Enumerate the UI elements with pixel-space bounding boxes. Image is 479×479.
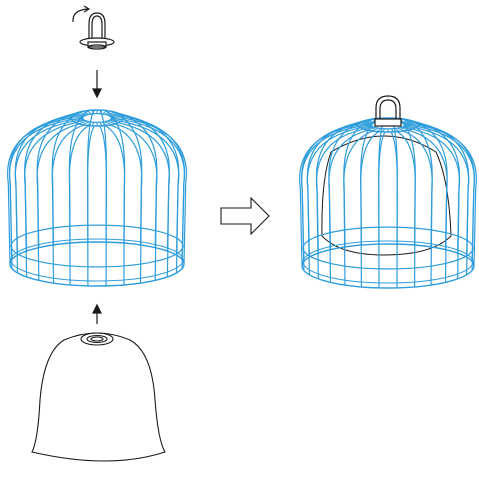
- cage-bottom-ring: [9, 241, 185, 287]
- cage-collar-spoke: [71, 118, 84, 121]
- cage-top-inner-ring: [82, 112, 112, 123]
- cage-collar-spoke: [358, 125, 372, 127]
- cage-rib: [87, 125, 95, 286]
- cage-collar-spoke: [104, 121, 112, 126]
- cage-rib: [402, 118, 433, 247]
- cage-rib: [120, 120, 180, 273]
- cage-rib: [68, 125, 90, 285]
- arrow-down-icon: [92, 70, 102, 99]
- cage-collar-spoke: [75, 113, 86, 117]
- hanger-hook-icon: [79, 12, 115, 50]
- cage-rib: [36, 111, 80, 248]
- cage-collar-spoke: [75, 119, 86, 123]
- cage-collar-spoke: [394, 128, 400, 132]
- cage-collar-spoke: [110, 119, 122, 122]
- cage-collar-spoke: [360, 126, 373, 129]
- cage-rib: [51, 124, 85, 284]
- cage-collar-spoke: [371, 127, 379, 132]
- cage-collar-spoke: [366, 127, 377, 131]
- cage-collar-spoke: [401, 120, 413, 124]
- cage-rib: [24, 122, 77, 277]
- cage-rib: [117, 122, 170, 277]
- cage-rib: [120, 114, 180, 256]
- cage-rib: [122, 115, 186, 260]
- cage-collar-spoke: [399, 127, 410, 131]
- cage-collar-spoke: [72, 114, 84, 117]
- hanger-hook-icon: [374, 95, 402, 127]
- cage-collar-spoke: [86, 121, 92, 126]
- cage-rib: [24, 112, 77, 252]
- cage-collar-spoke: [110, 115, 123, 118]
- cage-rib: [8, 115, 72, 260]
- cage-collar-spoke: [404, 123, 418, 125]
- cage-collar-spoke: [363, 120, 375, 124]
- cage-rib: [315, 120, 364, 254]
- cage-rib: [104, 125, 126, 285]
- cage-rib: [14, 120, 74, 273]
- wire-cage-shade: [299, 117, 477, 289]
- cage-bottom-ring-inner: [302, 240, 474, 284]
- cage-rib: [343, 118, 374, 247]
- arrow-up-icon: [92, 303, 102, 324]
- cage-collar-spoke: [358, 123, 372, 125]
- inner-shade-icon: [31, 332, 166, 462]
- cage-collar-spoke: [403, 121, 416, 124]
- cage-collar-spoke: [99, 109, 103, 114]
- cage-collar-spoke: [360, 121, 373, 124]
- cage-collar-spoke: [381, 128, 386, 133]
- cage-mid-ring: [302, 226, 474, 270]
- cage-collar-spoke: [390, 128, 395, 133]
- cage-collar-spoke: [363, 126, 375, 130]
- cage-rib: [99, 109, 107, 243]
- cage-collar-spoke: [106, 120, 116, 125]
- arrow-right-outline-icon: [220, 196, 270, 236]
- cage-rib: [109, 124, 143, 284]
- rotate-arrow-icon: [72, 5, 91, 23]
- cage-collar-spoke: [78, 120, 88, 125]
- cage-collar-spoke: [102, 110, 108, 115]
- cage-collar-spoke: [91, 109, 95, 114]
- cage-collar-spoke: [404, 125, 418, 127]
- cage-collar-spoke: [99, 122, 103, 127]
- inner-shade-inside: [321, 135, 452, 256]
- cage-mid-ring: [10, 224, 184, 268]
- cage-rib: [51, 110, 85, 245]
- assembled-lamp: [299, 95, 477, 289]
- cage-collar-spoke: [376, 128, 382, 132]
- cage-rib: [417, 122, 476, 262]
- cage-collar-spoke: [104, 110, 112, 115]
- cage-bottom-ring-inner: [10, 238, 184, 282]
- cage-bottom-ring: [301, 243, 475, 289]
- cage-collar-spoke: [403, 126, 416, 129]
- cage-collar-spoke: [110, 118, 123, 121]
- cage-collar-spoke: [108, 119, 119, 123]
- cage-rib: [109, 110, 143, 245]
- cage-collar-spoke: [102, 121, 108, 126]
- cage-collar-spoke: [71, 115, 84, 118]
- cage-collar-spoke: [91, 122, 95, 127]
- cage-collar-spoke: [86, 110, 92, 115]
- cage-collar-spoke: [78, 111, 88, 116]
- cage-rib: [99, 125, 107, 286]
- cage-collar-spoke: [82, 121, 90, 126]
- cage-collar-spoke: [397, 127, 405, 132]
- cage-collar-spoke: [82, 110, 90, 115]
- cage-collar-spoke: [401, 126, 413, 130]
- wire-cage-shade: [6, 109, 188, 287]
- cage-collar-spoke: [106, 111, 116, 116]
- cage-collar-spoke: [72, 119, 84, 122]
- cage-rib: [87, 109, 95, 243]
- cage-collar-spoke: [110, 114, 122, 117]
- cage-collar-spoke: [108, 113, 119, 117]
